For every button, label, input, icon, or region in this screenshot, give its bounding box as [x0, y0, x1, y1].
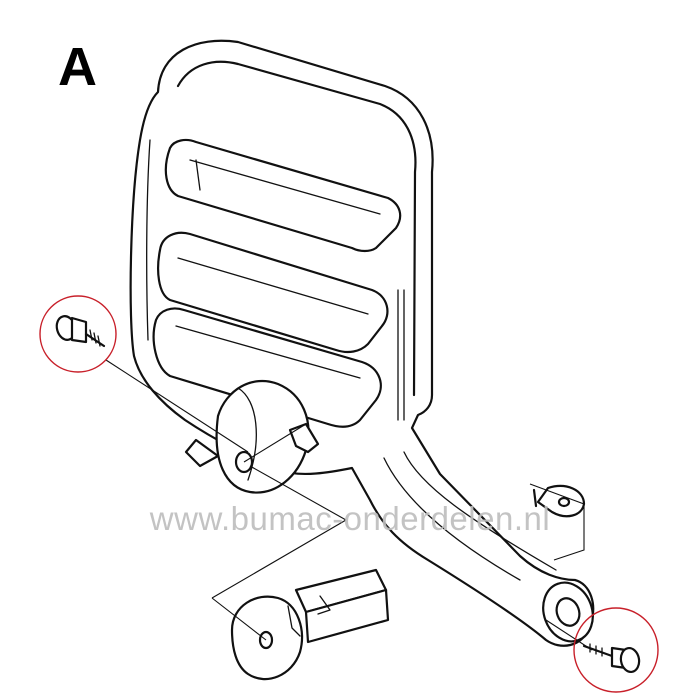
bushing-block	[294, 568, 390, 644]
highlight-screw-left	[39, 295, 117, 373]
retaining-washer	[230, 595, 304, 681]
figure-label: A	[58, 37, 97, 97]
highlight-screw-right	[573, 607, 659, 693]
leader-lines	[105, 359, 593, 651]
spring-clip	[532, 484, 586, 518]
hand-guard	[129, 39, 595, 647]
watermark: www.bumac-onderdelen.nl	[149, 500, 551, 537]
pivot-hub	[184, 379, 320, 494]
screw-right	[582, 643, 641, 674]
screw-left	[55, 315, 106, 348]
